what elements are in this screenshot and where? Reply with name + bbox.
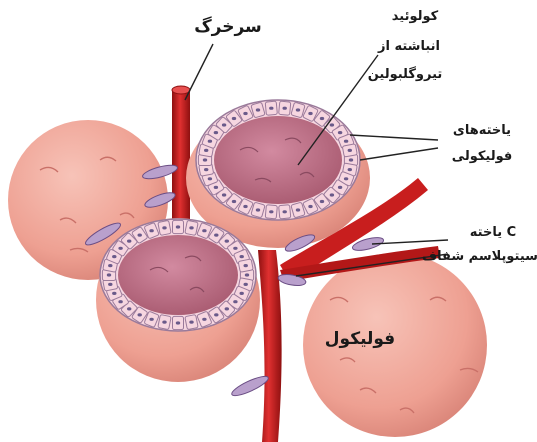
- label-follicle: فولیکول: [325, 329, 395, 349]
- cell-nucleus: [338, 131, 342, 134]
- cell-nucleus: [243, 112, 247, 115]
- label-artery: سرخرگ: [194, 17, 262, 37]
- cell-nucleus: [203, 158, 207, 161]
- cell-nucleus: [214, 186, 218, 189]
- cell-nucleus: [232, 200, 236, 203]
- cell-nucleus: [176, 321, 180, 324]
- cell-nucleus: [202, 318, 206, 321]
- cell-nucleus: [348, 168, 352, 171]
- cell-nucleus: [222, 123, 226, 126]
- cell-nucleus: [208, 140, 212, 143]
- c-cell: [230, 373, 270, 399]
- cell-nucleus: [214, 234, 218, 237]
- label-colloid-3: تیروگلبولین: [368, 66, 443, 82]
- leader-follicular-1: [350, 135, 438, 140]
- cell-nucleus: [189, 321, 193, 324]
- cell-nucleus: [107, 273, 111, 276]
- cell-nucleus: [320, 117, 324, 120]
- label-colloid-1: کولوئید: [392, 9, 439, 24]
- cell-nucleus: [225, 240, 229, 243]
- cell-nucleus: [202, 229, 206, 232]
- cell-nucleus: [127, 307, 131, 310]
- cell-nucleus: [320, 200, 324, 203]
- cell-nucleus: [112, 255, 116, 258]
- cell-nucleus: [108, 264, 112, 267]
- label-c-cell: یاخته C: [470, 225, 516, 240]
- cell-nucleus: [214, 131, 218, 134]
- cell-nucleus: [118, 300, 122, 303]
- cell-nucleus: [225, 307, 229, 310]
- cell-nucleus: [204, 149, 208, 152]
- cell-nucleus: [112, 292, 116, 295]
- cell-nucleus: [138, 234, 142, 237]
- label-follicular-cells-1: یاخته‌های: [453, 123, 511, 138]
- cell-nucleus: [338, 186, 342, 189]
- label-colloid-2: انباشته از: [377, 39, 440, 54]
- cell-nucleus: [240, 292, 244, 295]
- cell-nucleus: [149, 229, 153, 232]
- cell-nucleus: [283, 107, 287, 110]
- cell-nucleus: [256, 108, 260, 111]
- cell-nucleus: [344, 140, 348, 143]
- cell-nucleus: [283, 210, 287, 213]
- cell-nucleus: [349, 158, 353, 161]
- colloid-center: [118, 235, 238, 315]
- cell-nucleus: [296, 208, 300, 211]
- cell-nucleus: [222, 193, 226, 196]
- leader-follicular-2: [360, 148, 438, 160]
- cell-nucleus: [244, 283, 248, 286]
- cell-nucleus: [138, 313, 142, 316]
- cell-nucleus: [245, 273, 249, 276]
- cell-nucleus: [256, 208, 260, 211]
- cell-nucleus: [240, 255, 244, 258]
- cell-nucleus: [204, 168, 208, 171]
- cell-nucleus: [308, 112, 312, 115]
- leader-artery: [185, 44, 213, 100]
- cell-nucleus: [118, 247, 122, 250]
- colloid-top: [214, 116, 342, 204]
- cell-nucleus: [269, 210, 273, 213]
- cell-nucleus: [344, 177, 348, 180]
- cell-nucleus: [108, 283, 112, 286]
- cell-nucleus: [232, 117, 236, 120]
- cell-nucleus: [162, 321, 166, 324]
- cell-nucleus: [176, 225, 180, 228]
- cell-nucleus: [296, 108, 300, 111]
- cell-nucleus: [214, 313, 218, 316]
- cell-nucleus: [243, 205, 247, 208]
- cell-nucleus: [308, 205, 312, 208]
- cell-nucleus: [189, 226, 193, 229]
- label-clear-cytoplasm: سیتوپلاسم شفاف: [422, 249, 537, 264]
- cell-nucleus: [233, 247, 237, 250]
- cell-nucleus: [348, 149, 352, 152]
- cell-nucleus: [330, 193, 334, 196]
- cell-nucleus: [269, 107, 273, 110]
- follicle-center: [96, 218, 260, 382]
- cell-nucleus: [330, 123, 334, 126]
- label-follicular-cells-2: فولیکولی: [452, 149, 513, 164]
- cell-nucleus: [149, 318, 153, 321]
- cell-nucleus: [244, 264, 248, 267]
- cell-nucleus: [127, 240, 131, 243]
- cell-nucleus: [208, 177, 212, 180]
- cell-nucleus: [162, 226, 166, 229]
- cell-nucleus: [233, 300, 237, 303]
